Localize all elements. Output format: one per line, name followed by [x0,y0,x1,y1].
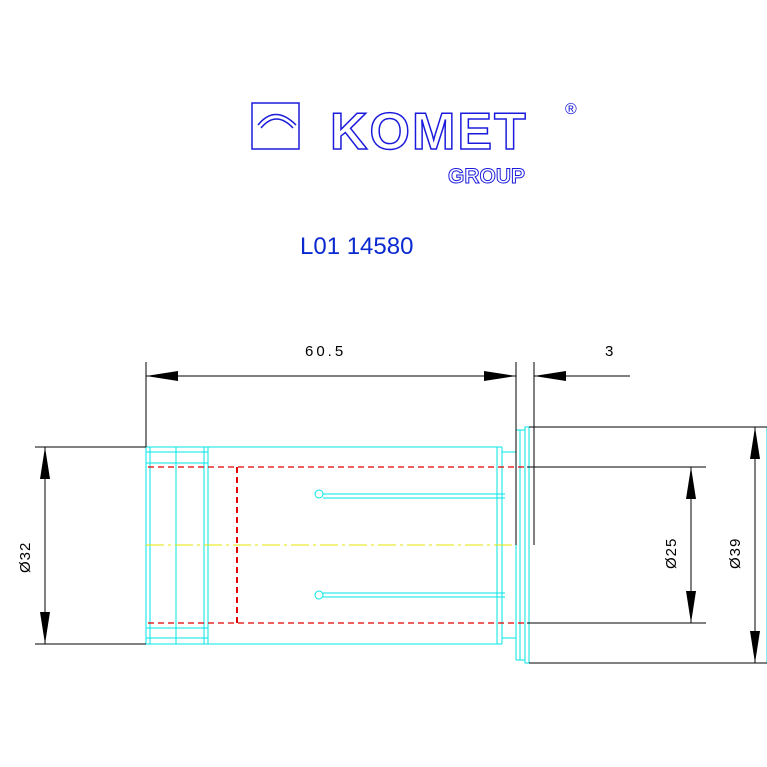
dim-length-label: 60.5 [305,343,346,360]
logo-registered-mark: ® [565,101,577,118]
part-number: L01 14580 [300,233,413,260]
dim-offset-label: 3 [605,343,613,360]
dimension-labels: 60.5 3 Ø32 Ø25 Ø39 [17,343,744,573]
hidden-bore-lines [148,466,527,624]
dim-diameter-right-label: Ø39 [727,538,744,569]
dim-diameter-left-label: Ø32 [17,542,34,573]
komet-emblem-icon [251,102,300,150]
dimension-arrows [40,371,760,663]
logo-group-text: GROUP [448,165,525,188]
dim-diameter-inner-label: Ø25 [663,538,680,569]
komet-logo: KOMET ® GROUP [251,101,577,189]
logo-brand-text: KOMET [330,103,528,161]
dimension-lines [35,362,767,664]
